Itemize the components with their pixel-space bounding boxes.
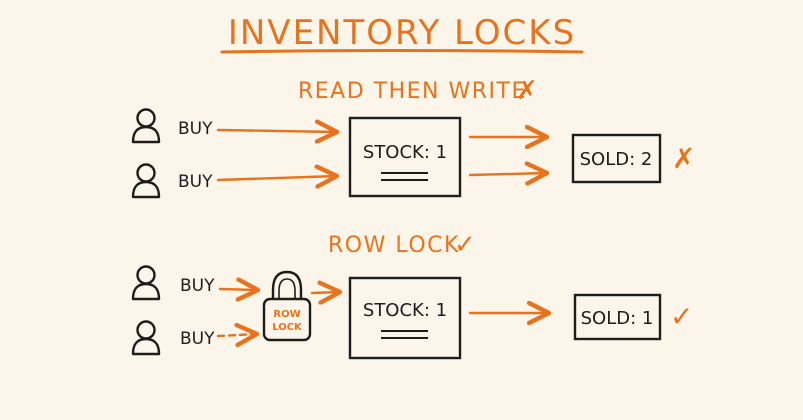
buyer-2-arrow [216,176,337,180]
scenario-row-lock: ROW LOCK ✓ BUY BUY ROW LOCK STOCK: 1 [131,230,693,360]
scenario-2-heading: ROW LOCK [328,233,460,258]
cross-mark-icon: ✗ [672,142,695,175]
check-mark-icon: ✓ [670,300,693,333]
person-icon [131,163,161,199]
buyer-1-label: BUY [180,276,215,296]
padlock-icon: ROW LOCK [262,270,312,342]
lock-label-line2: LOCK [272,322,303,333]
scenario-1-heading-mark: ✗ [516,76,538,106]
result-box: SOLD: 1 [573,293,662,341]
person-icon [131,320,161,356]
buyer-2-label: BUY [178,172,213,192]
result-box: SOLD: 2 [571,133,662,184]
buyer-1-arrow [216,130,337,132]
result-box-label: SOLD: 1 [581,308,654,329]
result-box-label: SOLD: 2 [580,149,653,170]
scenario-read-then-write: READ THEN WRITE ✗ BUY BUY STOCK: 1 [131,76,695,199]
lock-to-stock-arrow [310,292,340,293]
stock-box-label: STOCK: 1 [363,142,447,163]
write-arrow-2 [468,173,547,175]
person-icon [131,108,161,144]
stock-box: STOCK: 1 [348,116,462,198]
scenario-2-heading-mark: ✓ [454,230,476,260]
buyer-1-arrow [218,289,258,290]
buyer-2-label: BUY [180,329,215,349]
scenario-1-heading: READ THEN WRITE [298,79,527,104]
stock-box-label: STOCK: 1 [363,300,447,321]
buyer-1-label: BUY [178,119,213,139]
stock-box: STOCK: 1 [348,276,462,360]
lock-label-line1: ROW [273,309,300,320]
page-title: INVENTORY LOCKS [228,13,576,53]
buyer-2-waiting-arrow [216,334,257,336]
person-icon [131,265,161,301]
title-underline [220,49,584,54]
